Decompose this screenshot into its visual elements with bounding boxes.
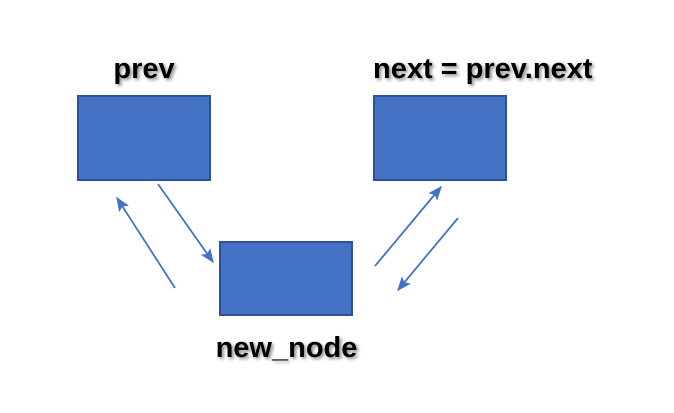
node-label-next: next = prev.next — [373, 53, 593, 85]
node-box-new-node — [219, 241, 353, 316]
node-box-next — [373, 95, 507, 181]
arrow-next-to-new-node — [397, 217, 459, 292]
arrow-new-node-to-prev — [116, 196, 176, 289]
node-box-prev — [77, 95, 211, 181]
arrow-new-node-to-next — [374, 185, 442, 267]
node-label-prev: prev — [113, 53, 175, 85]
arrow-prev-to-new-node — [157, 183, 214, 264]
node-label-new-node: new_node — [215, 332, 358, 364]
